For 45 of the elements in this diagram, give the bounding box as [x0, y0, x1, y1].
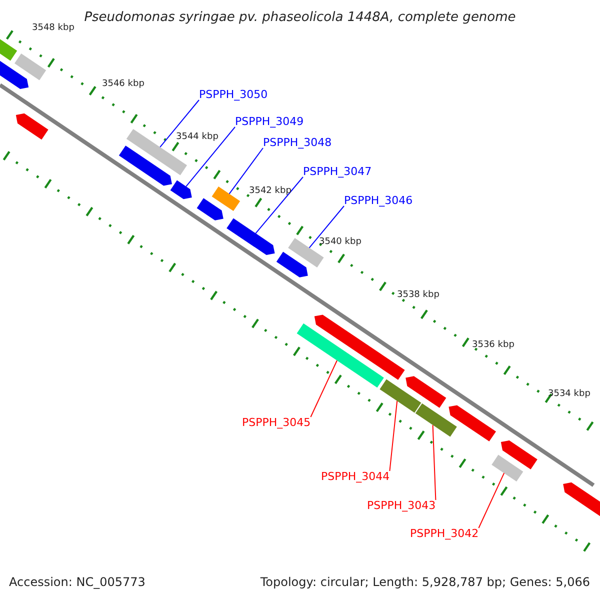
gene-label: PSPPH_3043 [367, 500, 436, 511]
gene-feature [415, 403, 457, 437]
gene-label: PSPPH_3044 [321, 471, 390, 482]
scale-label: 3538 kbp [397, 291, 440, 300]
gene-feature [380, 379, 422, 413]
gene-label: PSPPH_3042 [410, 528, 479, 539]
gene-feature [276, 252, 308, 278]
gene-feature [170, 180, 192, 200]
scale-label: 3542 kbp [249, 187, 292, 196]
leader-line [228, 148, 264, 194]
leader-line [478, 472, 505, 528]
leader-line [308, 206, 344, 248]
gene-label: PSPPH_3050 [199, 89, 268, 100]
gene-label: PSPPH_3049 [235, 116, 304, 127]
leader-line [160, 100, 200, 148]
leader-line [432, 424, 436, 500]
genome-summary-text: Topology: circular; Length: 5,928,787 bp; Genes: 5,066 [260, 576, 590, 588]
gene-label: PSPPH_3048 [263, 137, 332, 148]
scale-label: 3536 kbp [472, 341, 514, 350]
gene-feature [314, 314, 405, 380]
gene-feature [296, 323, 384, 388]
gene-feature [500, 440, 538, 470]
scale-label: 3548 kbp [32, 24, 74, 33]
gene-label: PSPPH_3046 [344, 195, 413, 206]
scale-label: 3546 kbp [102, 80, 144, 89]
leader-line [255, 176, 304, 234]
scale-label: 3540 kbp [319, 238, 362, 247]
scale-label: 3544 kbp [176, 133, 218, 142]
gene-feature [448, 405, 496, 442]
gene-feature [406, 376, 446, 408]
leader-line [186, 126, 236, 187]
gene-feature [14, 54, 46, 80]
gene-feature [196, 198, 224, 220]
gene-label: PSPPH_3047 [303, 166, 372, 177]
leader-line [389, 400, 398, 472]
title: Pseudomonas syringae pv. phaseolicola 1448A, complete genome [83, 11, 517, 24]
leader-line [310, 360, 338, 418]
gene-feature [212, 186, 240, 211]
gene-feature [492, 454, 524, 482]
gene-feature [226, 218, 275, 255]
gene-feature [16, 113, 48, 140]
gene-feature [118, 146, 172, 186]
gene-label: PSPPH_3045 [242, 417, 311, 428]
scale-label: 3534 kbp [548, 390, 590, 399]
accession-text: Accession: NC_005773 [9, 576, 146, 588]
